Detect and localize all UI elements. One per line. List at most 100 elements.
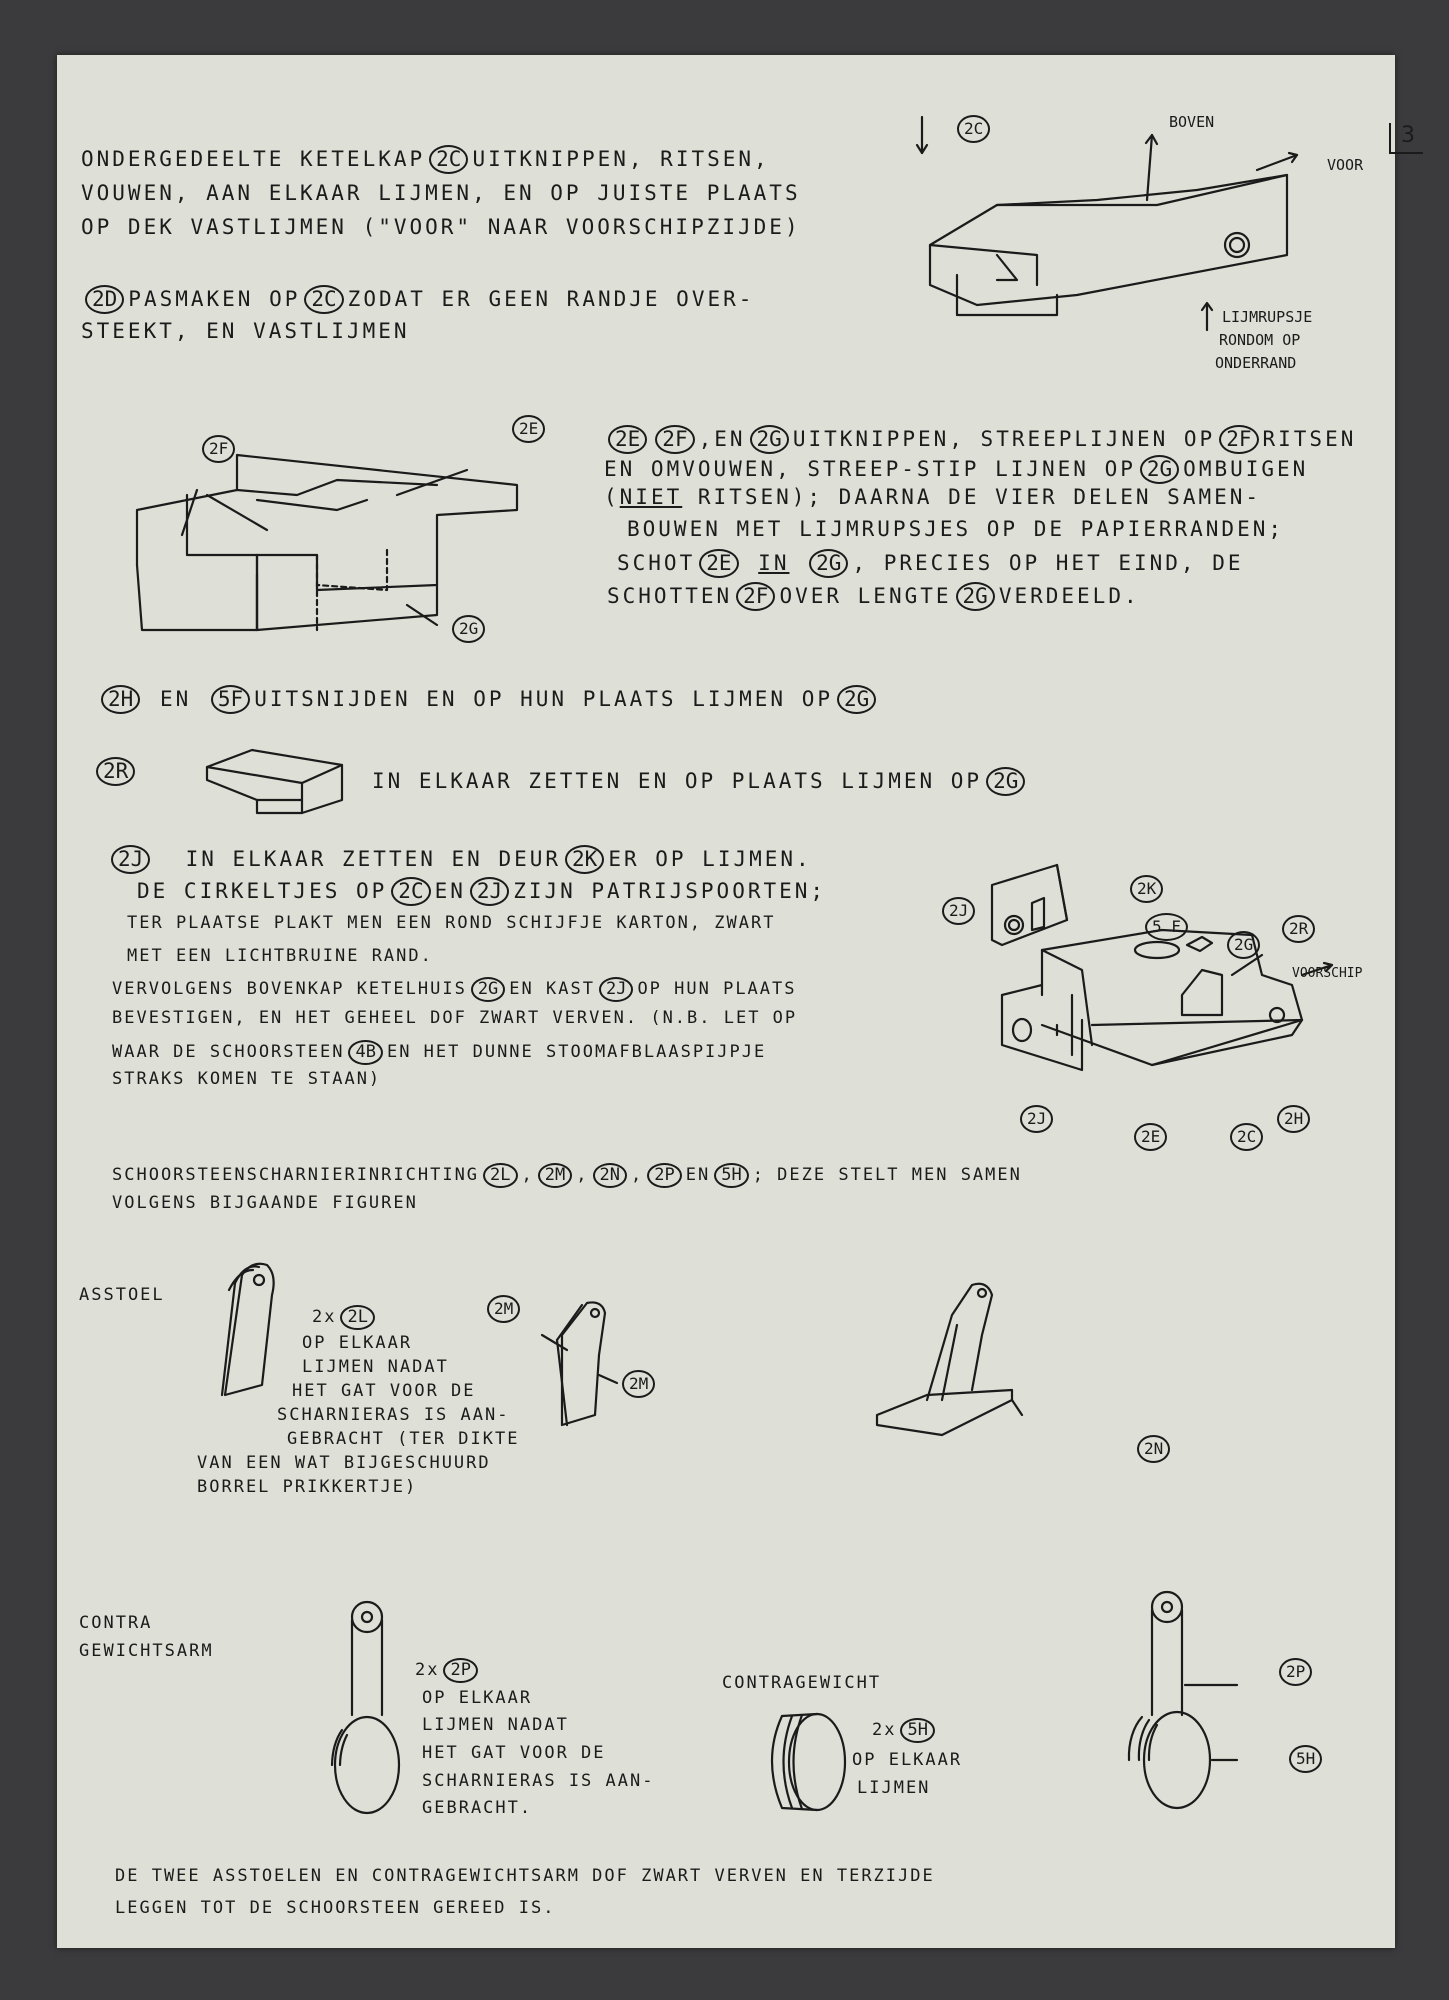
figure-assembly	[990, 863, 1334, 1072]
text: ,EN	[698, 427, 746, 451]
ref-circle: 5F	[210, 685, 251, 714]
ref-circle: 2E	[608, 425, 648, 454]
text: EN OMVOUWEN, STREEP-STIP LIJNEN OP	[604, 457, 1136, 481]
text: EN	[685, 1165, 711, 1185]
ref-circle: 2P	[647, 1163, 682, 1188]
text: ONDERGEDEELTE KETELKAP	[81, 147, 426, 171]
ref-circle: 2C	[304, 285, 344, 314]
note-line1: LIJMRUPSJE	[1222, 308, 1312, 326]
s6-line3: TER PLAATSE PLAKT MEN EEN ROND SCHIJFJE …	[127, 913, 776, 933]
note-line3: ONDERRAND	[1215, 354, 1296, 372]
figure-2p-5h	[1127, 1590, 1239, 1810]
label-2j: 2J	[942, 897, 976, 925]
text: EN	[434, 879, 466, 903]
ref-circle: 2G	[837, 685, 877, 714]
asstoel-l1: OP ELKAAR	[302, 1333, 413, 1353]
text: OVER LENGTE	[779, 584, 952, 608]
label-2c-assembly: 2C	[1230, 1123, 1264, 1151]
ref-circle: 2G	[955, 582, 995, 611]
text: WAAR DE SCHOORSTEEN	[112, 1042, 345, 1062]
text: VERDEELD.	[998, 584, 1140, 608]
figure-asstoel-2l	[220, 1262, 275, 1397]
label-2g-assembly: 2G	[1227, 931, 1261, 959]
label-5h: 5H	[1289, 1745, 1323, 1773]
label-5f: 5 F	[1145, 913, 1188, 941]
text: SCHOTTEN	[607, 584, 733, 608]
ref-circle: 2L	[483, 1163, 518, 1188]
text: , PRECIES OP HET EIND, DE	[852, 551, 1244, 575]
label-2h: 2H	[1277, 1105, 1311, 1133]
figure-2c-ketelkap: BOVEN VOOR LIJMRUPSJE RONDOM OP ONDERRAN…	[915, 113, 1364, 372]
label-2f: 2F	[202, 435, 236, 463]
s2-line2: STEEKT, EN VASTLIJMEN	[81, 319, 410, 343]
text: VERVOLGENS BOVENKAP KETELHUIS	[112, 979, 467, 999]
ref-circle: 2K	[565, 845, 605, 874]
text: UITKNIPPEN, RITSEN,	[472, 147, 770, 171]
ref-circle: 2G	[986, 767, 1026, 796]
s7-line2: VOLGENS BIJGAANDE FIGUREN	[112, 1193, 418, 1213]
ref-circle: 2P	[443, 1658, 478, 1683]
final-line2: LEGGEN TOT DE SCHOORSTEEN GEREED IS.	[115, 1898, 556, 1918]
ref-circle: 2C	[429, 145, 469, 174]
label-voorschip: VOORSCHIP	[1292, 966, 1363, 981]
text: 2x	[312, 1307, 337, 1327]
ref-circle: 2F	[655, 425, 695, 454]
s5-ref: 2R	[92, 757, 139, 786]
figure-contragewicht	[770, 1712, 847, 1812]
text: NIET	[619, 485, 683, 509]
asstoel-l7: BORREL PRIKKERTJE)	[197, 1477, 418, 1497]
ref-circle: 5H	[714, 1163, 749, 1188]
ref-circle: 2L	[340, 1305, 375, 1330]
ref-circle: 2H	[101, 685, 141, 714]
text: ER OP LIJMEN.	[608, 847, 812, 871]
text: EN HET DUNNE STOOMAFBLAASPIJPJE	[386, 1042, 767, 1062]
s3-line3: (NIET RITSEN); DAARNA DE VIER DELEN SAME…	[604, 485, 1262, 509]
asstoel-l4: SCHARNIERAS IS AAN-	[277, 1405, 510, 1425]
contra-l3: HET GAT VOOR DE	[422, 1743, 606, 1763]
ref-circle: 2J	[111, 845, 151, 874]
s6-line4: MET EEN LICHTBRUINE RAND.	[127, 946, 433, 966]
s6-line6: BEVESTIGEN, EN HET GEHEEL DOF ZWART VERV…	[112, 1008, 798, 1028]
note-line2: RONDOM OP	[1219, 331, 1300, 349]
ref-circle: 2G	[470, 977, 506, 1002]
asstoel-l5: GEBRACHT (TER DIKTE	[287, 1429, 520, 1449]
text: IN	[758, 551, 790, 575]
contragewicht-l2: LIJMEN	[857, 1778, 931, 1798]
contra-l2: LIJMEN NADAT	[422, 1715, 569, 1735]
text: DE CIRKELTJES OP	[137, 879, 388, 903]
s1-line2: VOUWEN, AAN ELKAAR LIJMEN, EN OP JUISTE …	[81, 181, 801, 205]
ref-circle: 5H	[900, 1718, 935, 1743]
text: OP HUN PLAATS	[637, 979, 797, 999]
ref-circle: 2N	[592, 1163, 627, 1188]
label-2n: 2N	[1137, 1435, 1171, 1463]
figure-2e-2f-2g	[135, 453, 519, 632]
ref-circle: 2G	[809, 549, 849, 578]
ref-circle: 2D	[85, 285, 125, 314]
text: ZODAT ER GEEN RANDJE OVER-	[347, 287, 755, 311]
label-2c-circle: 2C	[957, 115, 991, 143]
text: OMBUIGEN	[1183, 457, 1309, 481]
label-2e: 2E	[512, 415, 546, 443]
asstoel-l3: HET GAT VOOR DE	[292, 1381, 476, 1401]
text: 2x	[415, 1660, 440, 1680]
figure-2r-box	[205, 748, 344, 815]
contragewicht-l1: OP ELKAAR	[852, 1750, 963, 1770]
contra-title2: GEWICHTSARM	[79, 1641, 214, 1661]
ref-circle: 2F	[736, 582, 776, 611]
text: RITSEN); DAARNA DE VIER DELEN SAMEN-	[697, 485, 1262, 509]
label-2m-a: 2M	[487, 1295, 521, 1323]
label-voor: VOOR	[1327, 156, 1364, 174]
label-2e-assembly: 2E	[1134, 1123, 1168, 1151]
